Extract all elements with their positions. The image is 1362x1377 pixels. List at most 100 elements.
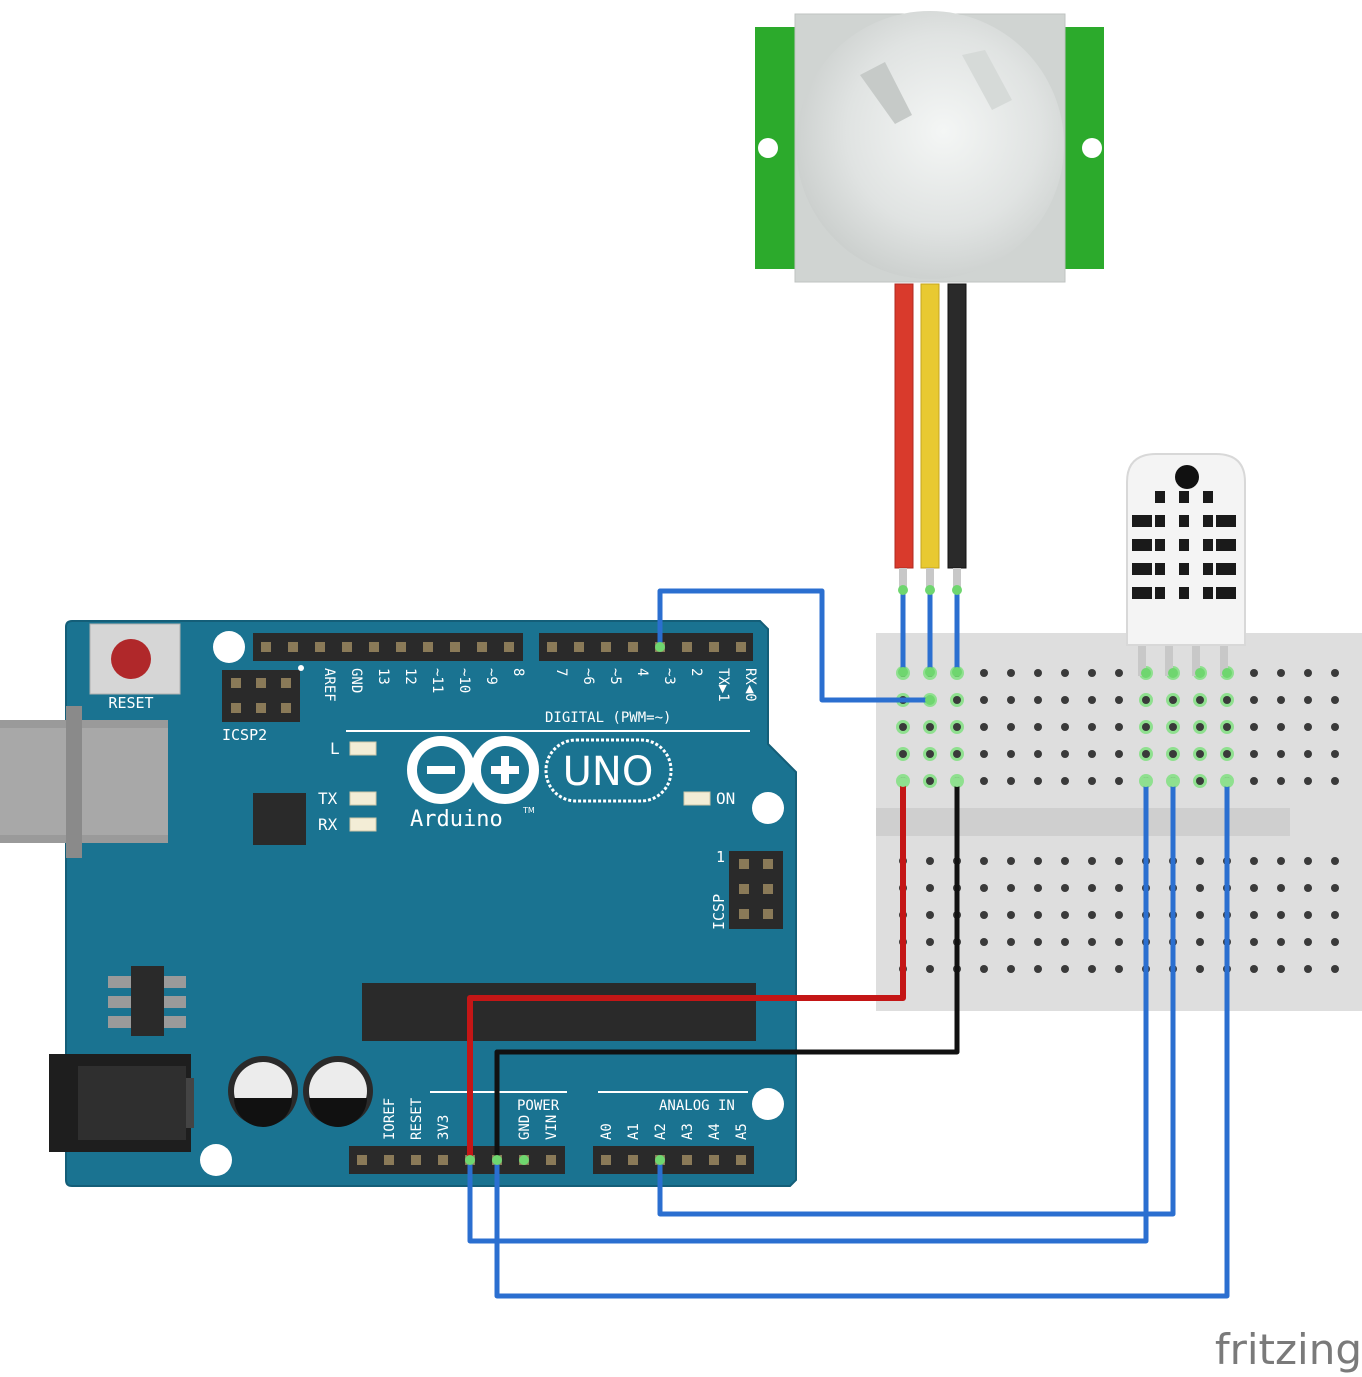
breadboard-hole: [1061, 911, 1069, 919]
breadboard-hole: [1007, 669, 1015, 677]
breadboard-hole: [1088, 911, 1096, 919]
breadboard-hole: [1088, 669, 1096, 677]
power-header: [349, 1146, 565, 1174]
wire-gnd-to-dht-gnd: [494, 779, 1230, 1299]
connection-dot: [925, 695, 935, 705]
breadboard-hole: [1277, 911, 1285, 919]
power-pin-label: IOREF: [382, 1098, 398, 1140]
breadboard-hole: [1250, 938, 1258, 946]
connection-dot: [952, 585, 962, 595]
dht-vent: [1216, 539, 1236, 551]
dht-vent: [1179, 515, 1189, 527]
digital-pin-label: TX▶1: [715, 668, 731, 702]
breadboard-hole: [1115, 911, 1123, 919]
breadboard-hole: [1007, 884, 1015, 892]
header-pin: [682, 642, 692, 652]
mounting-hole: [752, 792, 784, 824]
pir-fresnel-dome: [796, 11, 1064, 279]
digital-pin-label: ~11: [429, 668, 445, 693]
breadboard-hole: [1331, 965, 1339, 973]
breadboard-hole: [1115, 938, 1123, 946]
header-pin: [709, 1155, 719, 1165]
dht-vent: [1216, 587, 1236, 599]
connection-dot: [1195, 668, 1205, 678]
connection-dot: [1168, 668, 1178, 678]
breadboard-hole: [1277, 750, 1285, 758]
breadboard-hole: [1034, 884, 1042, 892]
header-pin: [709, 642, 719, 652]
breadboard-hole: [1061, 938, 1069, 946]
connection-dot: [925, 667, 935, 677]
breadboard-hole: [1196, 777, 1204, 785]
breadboard-hole: [926, 965, 934, 973]
breadboard-hole: [1277, 723, 1285, 731]
breadboard-hole: [1061, 750, 1069, 758]
dht-vent: [1179, 539, 1189, 551]
dht-vent: [1216, 563, 1236, 575]
led-on-label: ON: [716, 789, 735, 808]
dht-vent: [1132, 563, 1152, 575]
dht-vent: [1132, 539, 1152, 551]
breadboard-hole: [1088, 750, 1096, 758]
power-pin-label: RESET: [409, 1097, 425, 1140]
breadboard-hole: [1196, 938, 1204, 946]
breadboard-hole: [926, 884, 934, 892]
wires: [467, 587, 1230, 1299]
breadboard-hole: [1250, 696, 1258, 704]
connection-dot: [519, 1155, 529, 1165]
connection-dot: [898, 585, 908, 595]
connection-points: [465, 585, 1232, 1165]
dht-vent: [1203, 587, 1213, 599]
breadboard-hole: [1061, 884, 1069, 892]
dht-vent: [1179, 563, 1189, 575]
breadboard-hole: [1196, 857, 1204, 865]
reset-button-cap[interactable]: [111, 639, 151, 679]
breadboard-hole: [1115, 857, 1123, 865]
pir-lead-black: [947, 283, 967, 569]
dht-vent: [1155, 563, 1165, 575]
digital-pin-label: ~6: [580, 668, 596, 685]
dht-vent: [1203, 563, 1213, 575]
mounting-hole: [213, 631, 245, 663]
breadboard-hole: [926, 723, 934, 731]
connection-dot: [655, 1155, 665, 1165]
pir-lead-red: [894, 283, 914, 569]
breadboard-hole: [1196, 965, 1204, 973]
analog-pin-label: A1: [626, 1123, 642, 1140]
connection-dot: [492, 1155, 502, 1165]
breadboard-hole: [1034, 965, 1042, 973]
led-on: [683, 791, 711, 806]
breadboard-hole: [1034, 669, 1042, 677]
header-pin: [438, 1155, 448, 1165]
breadboard-hole: [1196, 750, 1204, 758]
connection-dot: [1141, 668, 1151, 678]
connection-dot: [1222, 668, 1232, 678]
breadboard-hole: [1277, 857, 1285, 865]
led-l-label: L: [330, 739, 340, 758]
dht-vent: [1203, 539, 1213, 551]
power-pin-label: 3V3: [436, 1115, 452, 1140]
header-pin: [450, 642, 460, 652]
header-pin: [384, 1155, 394, 1165]
dht-vent: [1155, 539, 1165, 551]
digital-label: DIGITAL (PWM=~): [545, 710, 671, 726]
header-pin: [736, 1155, 746, 1165]
header-pin: [477, 642, 487, 652]
digital-pin-label: ~3: [661, 668, 677, 685]
breadboard-hole: [1115, 884, 1123, 892]
digital-header-right: [539, 633, 753, 661]
header-pin: [315, 642, 325, 652]
breadboard-hole: [1169, 750, 1177, 758]
analog-in-label: ANALOG IN: [659, 1098, 735, 1114]
breadboard-hole: [1331, 884, 1339, 892]
breadboard-hole: [1169, 696, 1177, 704]
breadboard-hole: [1034, 723, 1042, 731]
breadboard-hole: [1115, 669, 1123, 677]
breadboard-hole: [1115, 750, 1123, 758]
breadboard-hole: [1196, 911, 1204, 919]
breadboard-hole: [1304, 857, 1312, 865]
connection-dot: [1168, 777, 1178, 787]
icsp2-header: [222, 670, 300, 722]
connection-dot: [898, 777, 908, 787]
